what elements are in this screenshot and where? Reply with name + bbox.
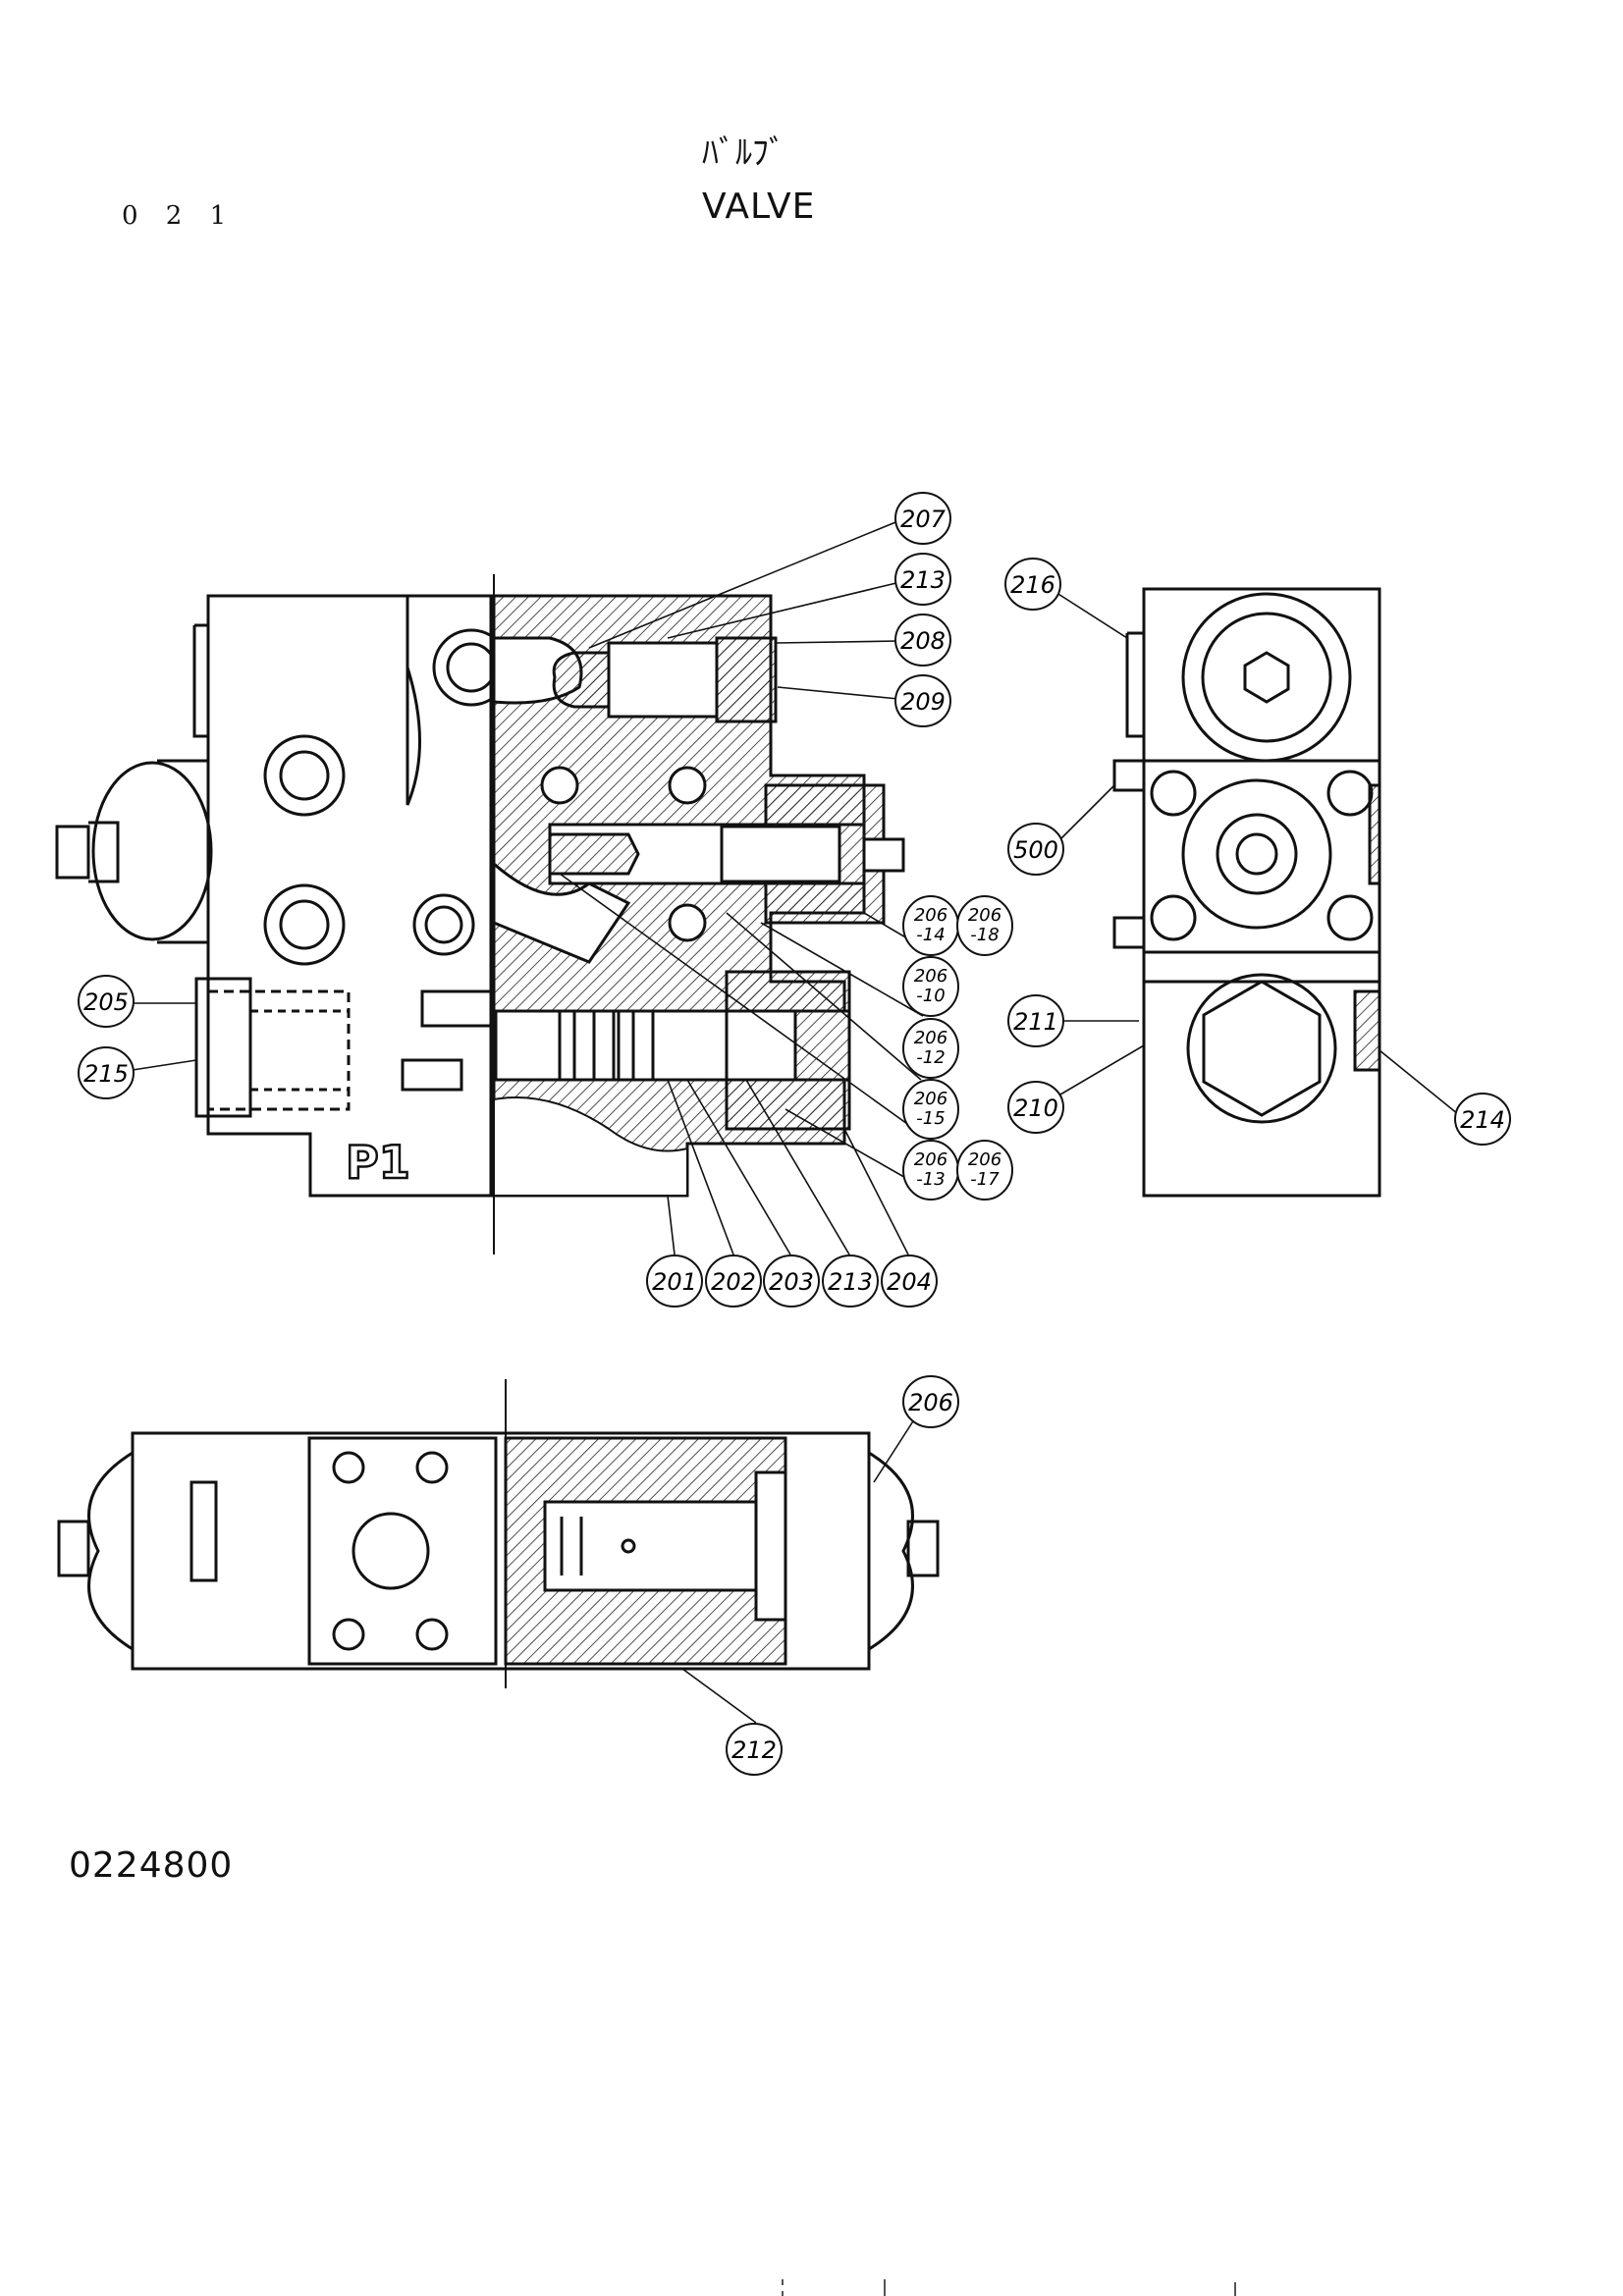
callout-215: 215 [78, 1046, 135, 1099]
callout-label: 206 [968, 1149, 1001, 1170]
callout-label: 206 [914, 1089, 947, 1109]
scan-marks [782, 2279, 1236, 2296]
callout-206-18: 206-18 [956, 895, 1013, 956]
callout-label: 208 [900, 627, 946, 655]
drawing-code: 0224800 [69, 1845, 234, 1886]
callout-208: 208 [894, 614, 951, 667]
callout-label: 210 [1013, 1095, 1058, 1122]
page-number: 0 2 1 [122, 201, 237, 231]
callout-label: 202 [711, 1268, 756, 1296]
callout-label: 214 [1460, 1106, 1505, 1134]
callout-207: 207 [894, 492, 951, 545]
callout-204: 204 [881, 1255, 938, 1308]
callout-sub: -15 [916, 1108, 945, 1129]
callout-206-15: 206-15 [902, 1079, 959, 1140]
callout-label: 204 [887, 1268, 932, 1296]
callout-label: 203 [769, 1268, 814, 1296]
callout-213: 213 [894, 553, 951, 606]
callout-label: 500 [1013, 836, 1058, 864]
callout-label: 206 [914, 1028, 947, 1048]
side-view [1112, 587, 1381, 1198]
callout-label: 206 [914, 966, 947, 987]
callout-label: 216 [1010, 571, 1055, 599]
callout-202: 202 [705, 1255, 762, 1308]
callout-label: 209 [900, 688, 946, 716]
callout-206-bottom: 206 [902, 1375, 959, 1428]
callouts: 207 213 208 209 216 500 205 215 206-14 2… [78, 492, 1511, 1776]
callout-sub: -10 [916, 986, 945, 1006]
callout-label: 213 [900, 566, 946, 594]
callout-sub: -14 [916, 925, 945, 945]
callout-211: 211 [1007, 994, 1064, 1047]
callout-216: 216 [1004, 558, 1061, 611]
callout-212: 212 [726, 1723, 783, 1776]
callout-sub: -17 [970, 1169, 1000, 1190]
callout-209: 209 [894, 674, 951, 727]
title-japanese: ﾊﾞﾙﾌﾞ [702, 133, 785, 173]
callout-201: 201 [646, 1255, 703, 1308]
callout-203: 203 [763, 1255, 820, 1308]
callout-label: 201 [652, 1268, 697, 1296]
callout-sub: -18 [970, 925, 999, 945]
callout-label: 206 [914, 905, 947, 926]
callout-label: 207 [900, 506, 947, 533]
callout-label: 206 [908, 1389, 953, 1416]
callout-label: 206 [968, 905, 1001, 926]
main-section-view [55, 574, 905, 1255]
callout-label: 211 [1013, 1008, 1058, 1036]
port-marking-p1: P1 [346, 1136, 410, 1189]
callout-206-14: 206-14 [902, 895, 959, 956]
callout-205: 205 [78, 975, 135, 1028]
callout-213-lower: 213 [822, 1255, 879, 1308]
callout-214: 214 [1454, 1093, 1511, 1146]
callout-500: 500 [1007, 823, 1064, 876]
callout-label: 212 [731, 1736, 777, 1764]
title-english: VALVE [702, 187, 816, 227]
callout-label: 213 [828, 1268, 873, 1296]
callout-206-13: 206-13 [902, 1140, 959, 1201]
callout-206-12: 206-12 [902, 1018, 959, 1079]
callout-label: 205 [83, 988, 129, 1016]
callout-sub: -13 [916, 1169, 945, 1190]
callout-label: 206 [914, 1149, 947, 1170]
bottom-section-view [57, 1379, 940, 1688]
leader-lines [128, 519, 1459, 1724]
callout-label: 215 [83, 1060, 129, 1088]
callout-206-17: 206-17 [956, 1140, 1013, 1201]
callout-210: 210 [1007, 1081, 1064, 1134]
callout-sub: -12 [916, 1047, 945, 1068]
callout-206-10: 206-10 [902, 956, 959, 1017]
